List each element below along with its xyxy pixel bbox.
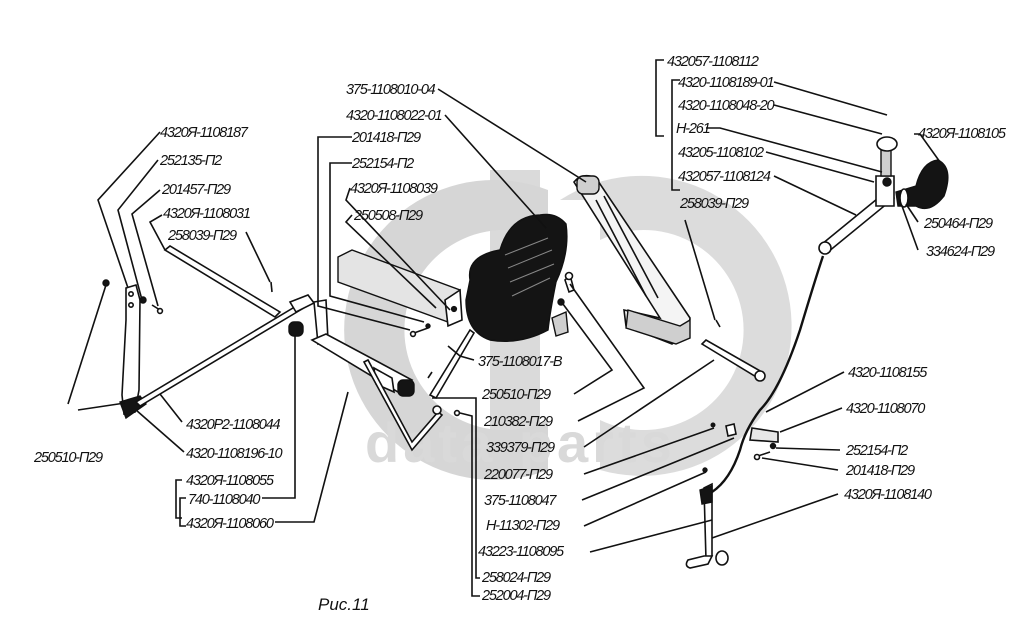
label-210382-p29: 210382-П29	[483, 414, 553, 430]
label-252154-p2-top: 252154-П2	[351, 156, 414, 172]
leader-lines	[67, 59, 941, 597]
label-201457-p29: 201457-П29	[161, 182, 231, 198]
lower-lever-part	[685, 467, 729, 569]
label-258024-p29: 258024-П29	[481, 570, 551, 586]
label-4320-1108155: 4320-1108155	[848, 365, 928, 381]
label-4320-1108189-01: 4320-1108189-01	[678, 75, 774, 91]
label-334624-p29: 334624-П29	[926, 244, 995, 260]
label-339379-p29: 339379-П29	[486, 440, 555, 456]
label-4320ya-1108055: 4320Я-1108055	[186, 473, 275, 489]
label-250464-p29: 250464-П29	[923, 216, 993, 232]
upper-rod-part	[163, 245, 282, 319]
label-4320r2-1108044: 4320Р2-1108044	[186, 417, 281, 433]
label-740-1108040: 740-1108040	[188, 492, 260, 508]
label-252154-p2-right: 252154-П2	[845, 443, 908, 459]
shaft-bracket-part	[288, 299, 476, 452]
part-labels: 432057-1108112 4320-1108189-01 4320-1108…	[33, 54, 1008, 604]
label-201418-p29-right: 201418-П29	[845, 463, 915, 479]
label-n-11302-p29: Н-11302-П29	[486, 518, 560, 534]
label-n-261: Н-261	[676, 121, 710, 137]
label-4320-1108048-20: 4320-1108048-20	[678, 98, 775, 114]
label-258039-p29-left: 258039-П29	[167, 228, 237, 244]
label-43205-1108102: 43205-1108102	[678, 145, 764, 161]
label-375-1108010-04: 375-1108010-04	[346, 82, 436, 98]
label-250508-p29: 250508-П29	[353, 208, 423, 224]
label-4320-1108022-01: 4320-1108022-01	[346, 108, 442, 124]
label-220077-p29: 220077-П29	[483, 467, 553, 483]
rubber-boot-part	[465, 213, 575, 342]
label-252004-p29: 252004-П29	[481, 588, 551, 604]
pedal-bracket-plate-part	[337, 249, 463, 338]
label-43223-1108095: 43223-1108095	[478, 544, 565, 560]
hand-throttle-part	[818, 136, 949, 255]
label-375-1108047: 375-1108047	[484, 493, 557, 509]
label-432057-1108124: 432057-1108124	[678, 169, 771, 185]
label-201418-p29-top: 201418-П29	[351, 130, 421, 146]
label-258039-p29-right: 258039-П29	[679, 196, 749, 212]
label-4320ya-1108060: 4320Я-1108060	[186, 516, 274, 532]
cable-bracket-part	[710, 422, 779, 461]
label-432057-1108112: 432057-1108112	[667, 54, 759, 70]
label-4320-1108070: 4320-1108070	[846, 401, 925, 417]
label-4320ya-1108039: 4320Я-1108039	[350, 181, 438, 197]
label-250510-p29-left: 250510-П29	[33, 450, 103, 466]
pedal-axle-pin-part	[700, 319, 766, 382]
label-250510-p29-mid: 250510-П29	[481, 387, 551, 403]
label-4320-1108196-10: 4320-1108196-10	[186, 446, 283, 462]
label-4320ya-1108105: 4320Я-1108105	[918, 126, 1007, 142]
left-lever-part	[102, 279, 164, 420]
label-4320ya-1108187: 4320Я-1108187	[160, 125, 249, 141]
label-375-1108017-v: 375-1108017-В	[478, 354, 563, 370]
throttle-cable-part	[711, 255, 825, 493]
figure-caption: Рис.11	[318, 595, 370, 614]
label-252135-p2: 252135-П2	[159, 153, 222, 169]
label-4320ya-1108140: 4320Я-1108140	[844, 487, 932, 503]
label-4320ya-1108031: 4320Я-1108031	[163, 206, 250, 222]
